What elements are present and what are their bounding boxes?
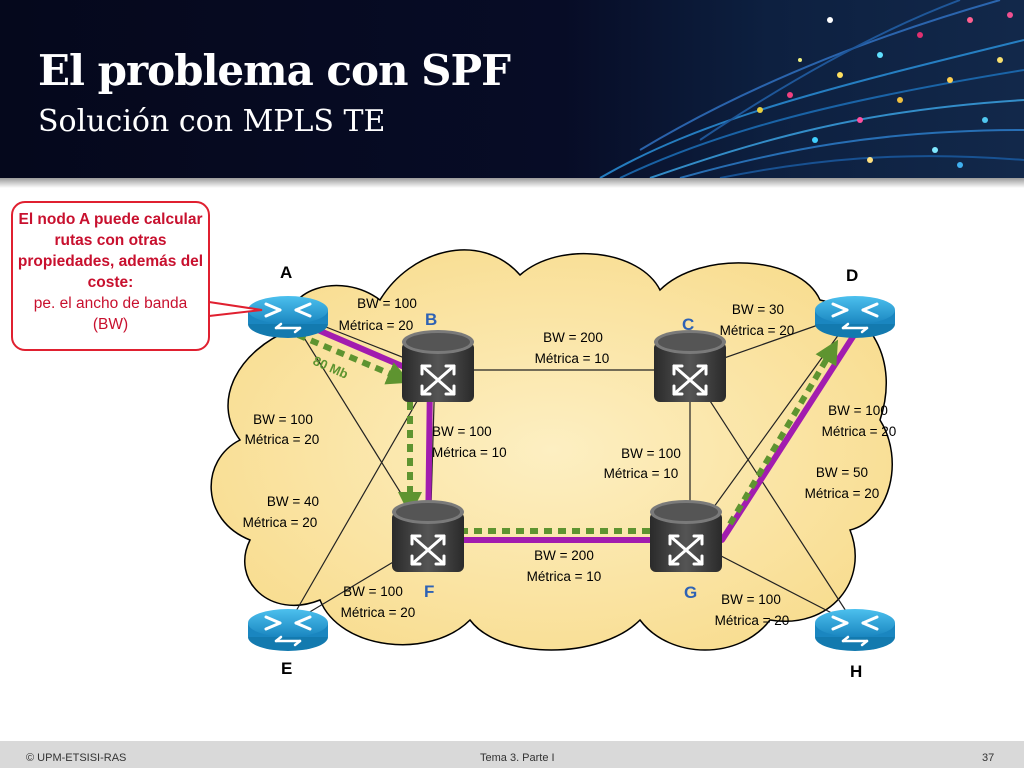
link-bf-bw: BW = 100 <box>432 424 492 439</box>
header-banner: El problema con SPF Solución con MPLS TE <box>0 0 1024 178</box>
link-ef-bw: BW = 100 <box>343 584 403 599</box>
link-fg-bw: BW = 200 <box>534 548 594 563</box>
router-h-icon[interactable] <box>813 607 897 653</box>
link-cg-metric: Métrica = 10 <box>604 466 679 481</box>
link-label-fg: BW = 200 Métrica = 10 <box>527 548 602 584</box>
link-af-bw: BW = 100 <box>253 412 313 427</box>
node-label-c: C <box>682 315 694 334</box>
header-shadow <box>0 178 1024 188</box>
link-ef-metric: Métrica = 20 <box>341 605 416 620</box>
link-dg-metric: Métrica = 20 <box>822 424 897 439</box>
link-bf-metric: Métrica = 10 <box>432 445 507 460</box>
fiber-optic-image <box>0 0 1024 178</box>
link-label-bf: BW = 100 Métrica = 10 <box>432 424 507 460</box>
node-label-g: G <box>684 583 697 602</box>
link-ch-metric: Métrica = 20 <box>805 486 880 501</box>
callout-box: El nodo A puede calcular rutas con otras… <box>11 201 210 351</box>
link-fg-metric: Métrica = 10 <box>527 569 602 584</box>
node-label-h: H <box>850 662 862 681</box>
router-c-icon[interactable] <box>652 328 728 404</box>
slide-subtitle: Solución con MPLS TE <box>38 104 386 139</box>
link-bc-metric: Métrica = 10 <box>535 351 610 366</box>
link-cd-metric: Métrica = 20 <box>720 323 795 338</box>
link-label-af: BW = 100 Métrica = 20 <box>245 412 320 447</box>
footer-copyright: © UPM-ETSISI-RAS <box>26 752 127 764</box>
callout-pointer <box>208 301 263 317</box>
router-e-icon[interactable] <box>246 607 330 653</box>
link-label-ef: BW = 100 Métrica = 20 <box>341 584 416 620</box>
link-be-metric: Métrica = 20 <box>243 515 318 530</box>
link-label-ab: BW = 100 Métrica = 20 <box>339 296 417 333</box>
link-label-bc: BW = 200 Métrica = 10 <box>535 330 610 366</box>
router-b-icon[interactable] <box>400 328 476 404</box>
link-label-gh: BW = 100 Métrica = 20 <box>715 592 790 628</box>
link-gh-metric: Métrica = 20 <box>715 613 790 628</box>
link-ab-bw: BW = 100 <box>357 296 417 311</box>
node-label-a: A <box>280 263 292 282</box>
footer-topic: Tema 3. Parte I <box>480 752 555 764</box>
link-gh-bw: BW = 100 <box>721 592 781 607</box>
router-a-icon[interactable] <box>246 294 330 340</box>
node-label-f: F <box>424 582 434 601</box>
router-f-icon[interactable] <box>390 498 466 574</box>
callout-bold-text: El nodo A puede calcular rutas con otras… <box>17 211 204 291</box>
link-be-bw: BW = 40 <box>267 494 319 509</box>
link-b-e <box>287 369 436 626</box>
link-bc-bw: BW = 200 <box>543 330 603 345</box>
link-c-h <box>689 369 856 626</box>
node-label-d: D <box>846 266 858 285</box>
link-cg-bw: BW = 100 <box>621 446 681 461</box>
page-number: 37 <box>982 752 995 764</box>
router-d-icon[interactable] <box>813 294 897 340</box>
link-dg-bw: BW = 100 <box>828 403 888 418</box>
callout-normal-text: pe. el ancho de banda (BW) <box>33 295 188 333</box>
link-ch-bw: BW = 50 <box>816 465 868 480</box>
link-label-cd: BW = 30 Métrica = 20 <box>720 302 795 338</box>
link-cd-bw: BW = 30 <box>732 302 784 317</box>
link-label-ch: BW = 50 Métrica = 20 <box>805 465 880 501</box>
link-ab-metric: Métrica = 20 <box>339 318 414 333</box>
node-label-e: E <box>281 659 292 678</box>
slide-footer: © UPM-ETSISI-RAS Tema 3. Parte I 37 <box>0 741 1024 768</box>
link-af-metric: Métrica = 20 <box>245 432 320 447</box>
slide-title: El problema con SPF <box>38 46 511 95</box>
router-g-icon[interactable] <box>648 498 724 574</box>
node-label-b: B <box>425 310 437 329</box>
link-label-cg: BW = 100 Métrica = 10 <box>604 446 681 481</box>
link-label-dg: BW = 100 Métrica = 20 <box>822 403 897 439</box>
link-label-be: BW = 40 Métrica = 20 <box>243 494 319 530</box>
